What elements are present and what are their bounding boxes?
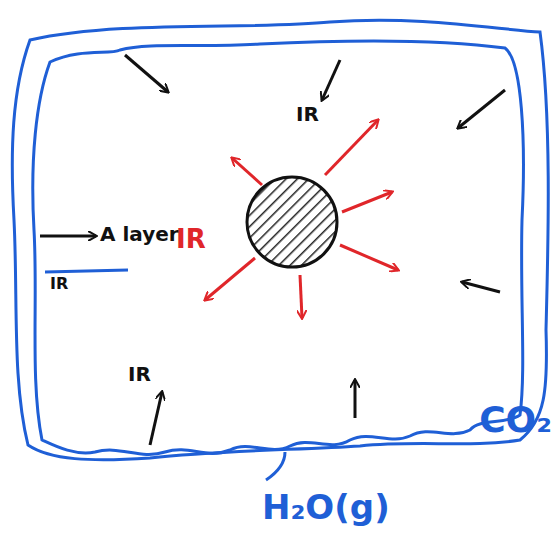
layer-label: A layer (100, 224, 179, 244)
scribble-line (45, 270, 128, 272)
leader-line (266, 452, 285, 480)
ir-label: IR (128, 364, 151, 384)
ir-label: IR (176, 226, 206, 252)
gas-label: H₂O(g) (262, 490, 390, 524)
outgoing-ir-arrows (205, 120, 398, 318)
ir-label: IR (296, 104, 319, 124)
ir-label: IR (50, 276, 68, 292)
earth-circle (247, 177, 337, 267)
atmosphere-outline (12, 20, 548, 460)
gas-label: CO₂ (479, 402, 552, 438)
back-radiation-arrows (40, 55, 505, 445)
atmosphere-layer (33, 41, 524, 455)
